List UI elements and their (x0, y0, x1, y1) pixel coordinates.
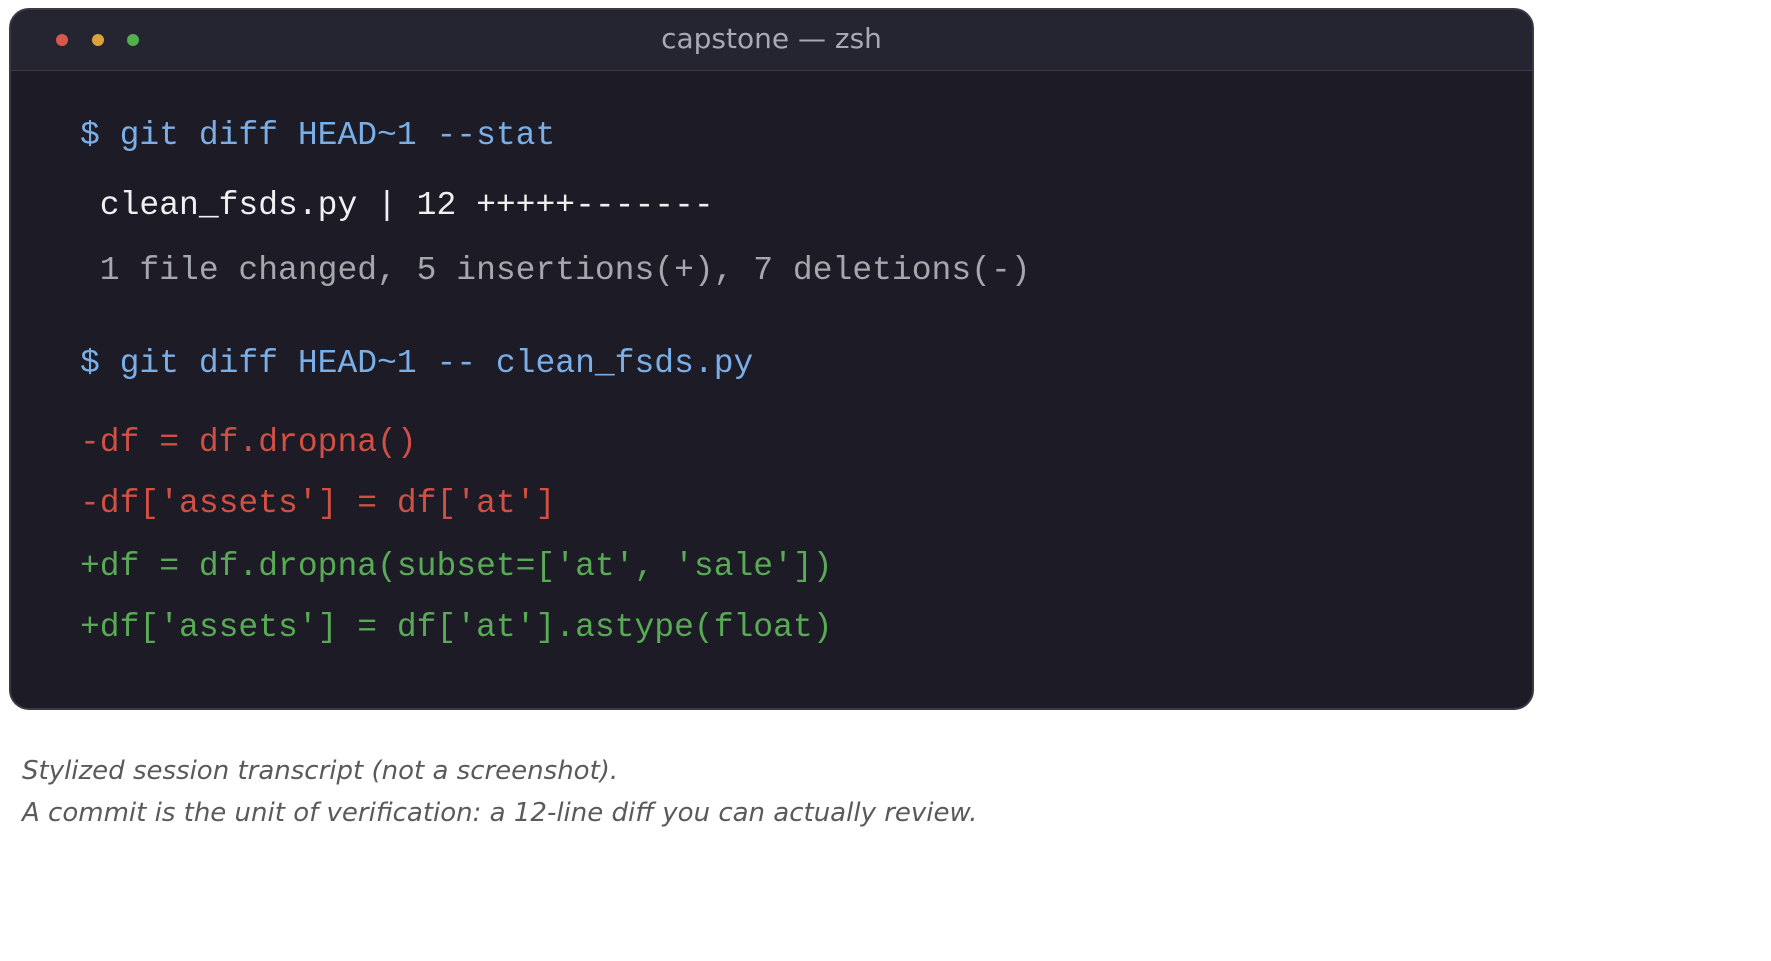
terminal-output[interactable]: $ git diff HEAD~1 --stat clean_fsds.py |… (11, 10, 1031, 646)
diff-added-line: +df['assets'] = df['at'].astype(float) (80, 609, 833, 646)
command-line-2: $ git diff HEAD~1 -- clean_fsds.py (80, 345, 754, 382)
diff-removed-line: -df = df.dropna() (80, 424, 417, 461)
diff-added-line: +df = df.dropna(subset=['at', 'sale']) (80, 548, 833, 585)
diff-stat-line: clean_fsds.py | 12 +++++------- (80, 187, 714, 224)
close-button[interactable] (56, 34, 68, 46)
diff-removed-line: -df['assets'] = df['at'] (80, 485, 556, 522)
zoom-button[interactable] (127, 34, 139, 46)
terminal-window: capstone — zsh $ git diff HEAD~1 --stat … (9, 8, 1534, 710)
minimize-button[interactable] (92, 34, 104, 46)
caption-line-2: A commit is the unit of verification: a … (22, 798, 978, 828)
window-title: capstone — zsh (661, 22, 882, 55)
command-line-1: $ git diff HEAD~1 --stat (80, 117, 556, 154)
title-bar: capstone — zsh (11, 10, 1532, 71)
diff-summary-line: 1 file changed, 5 insertions(+), 7 delet… (80, 252, 1031, 289)
caption-line-1: Stylized session transcript (not a scree… (22, 756, 619, 786)
